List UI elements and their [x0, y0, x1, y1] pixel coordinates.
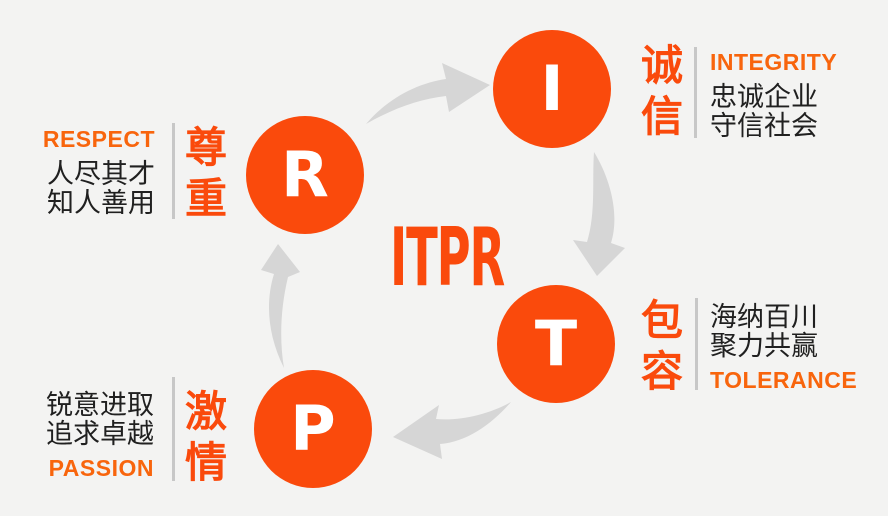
circle-letter-r: R [281, 138, 329, 211]
textblock-tolerance: 海纳百川 聚力共赢 TOLERANCE [710, 302, 858, 394]
divider-integrity [694, 47, 697, 138]
vertical-word-passion: 激情 [184, 388, 227, 486]
circle-letter-i: I [540, 52, 564, 125]
arrow-p-to-r-icon [261, 244, 300, 368]
textblock-passion: 锐意进取 追求卓越 PASSION [46, 390, 154, 482]
arrow-i-to-t-icon [573, 152, 625, 276]
circle-passion: P [254, 370, 372, 488]
circle-tolerance: T [497, 285, 615, 403]
integrity-line-1: 忠诚企业 [710, 82, 818, 112]
vertical-word-respect: 尊重 [184, 124, 227, 222]
tolerance-label-en: TOLERANCE [710, 367, 858, 393]
circle-letter-p: P [290, 392, 336, 465]
arrow-t-to-p-icon [393, 402, 511, 459]
tolerance-line-2: 聚力共赢 [710, 331, 818, 361]
integrity-line-2: 守信社会 [710, 111, 818, 141]
integrity-label-en: INTEGRITY [710, 49, 838, 75]
divider-respect [172, 123, 175, 219]
passion-line-2: 追求卓越 [46, 419, 154, 449]
passion-line-1: 锐意进取 [46, 390, 154, 420]
passion-label-en: PASSION [48, 455, 154, 481]
circle-letter-t: T [534, 307, 578, 380]
respect-line-2: 知人善用 [47, 188, 155, 218]
respect-label-en: RESPECT [42, 126, 155, 152]
circle-integrity: I [493, 30, 611, 148]
arrow-r-to-i-icon [366, 63, 490, 124]
respect-line-1: 人尽其才 [47, 159, 155, 189]
divider-tolerance [695, 298, 698, 390]
vertical-word-integrity: 诚信 [640, 42, 683, 140]
tolerance-line-1: 海纳百川 [710, 302, 818, 332]
vertical-word-tolerance: 包容 [640, 297, 683, 395]
textblock-integrity: INTEGRITY 忠诚企业 守信社会 [710, 49, 837, 141]
textblock-respect: RESPECT 人尽其才 知人善用 [43, 126, 155, 218]
divider-passion [172, 377, 175, 481]
center-title: ITPR [390, 211, 505, 304]
circle-respect: R [246, 116, 364, 234]
